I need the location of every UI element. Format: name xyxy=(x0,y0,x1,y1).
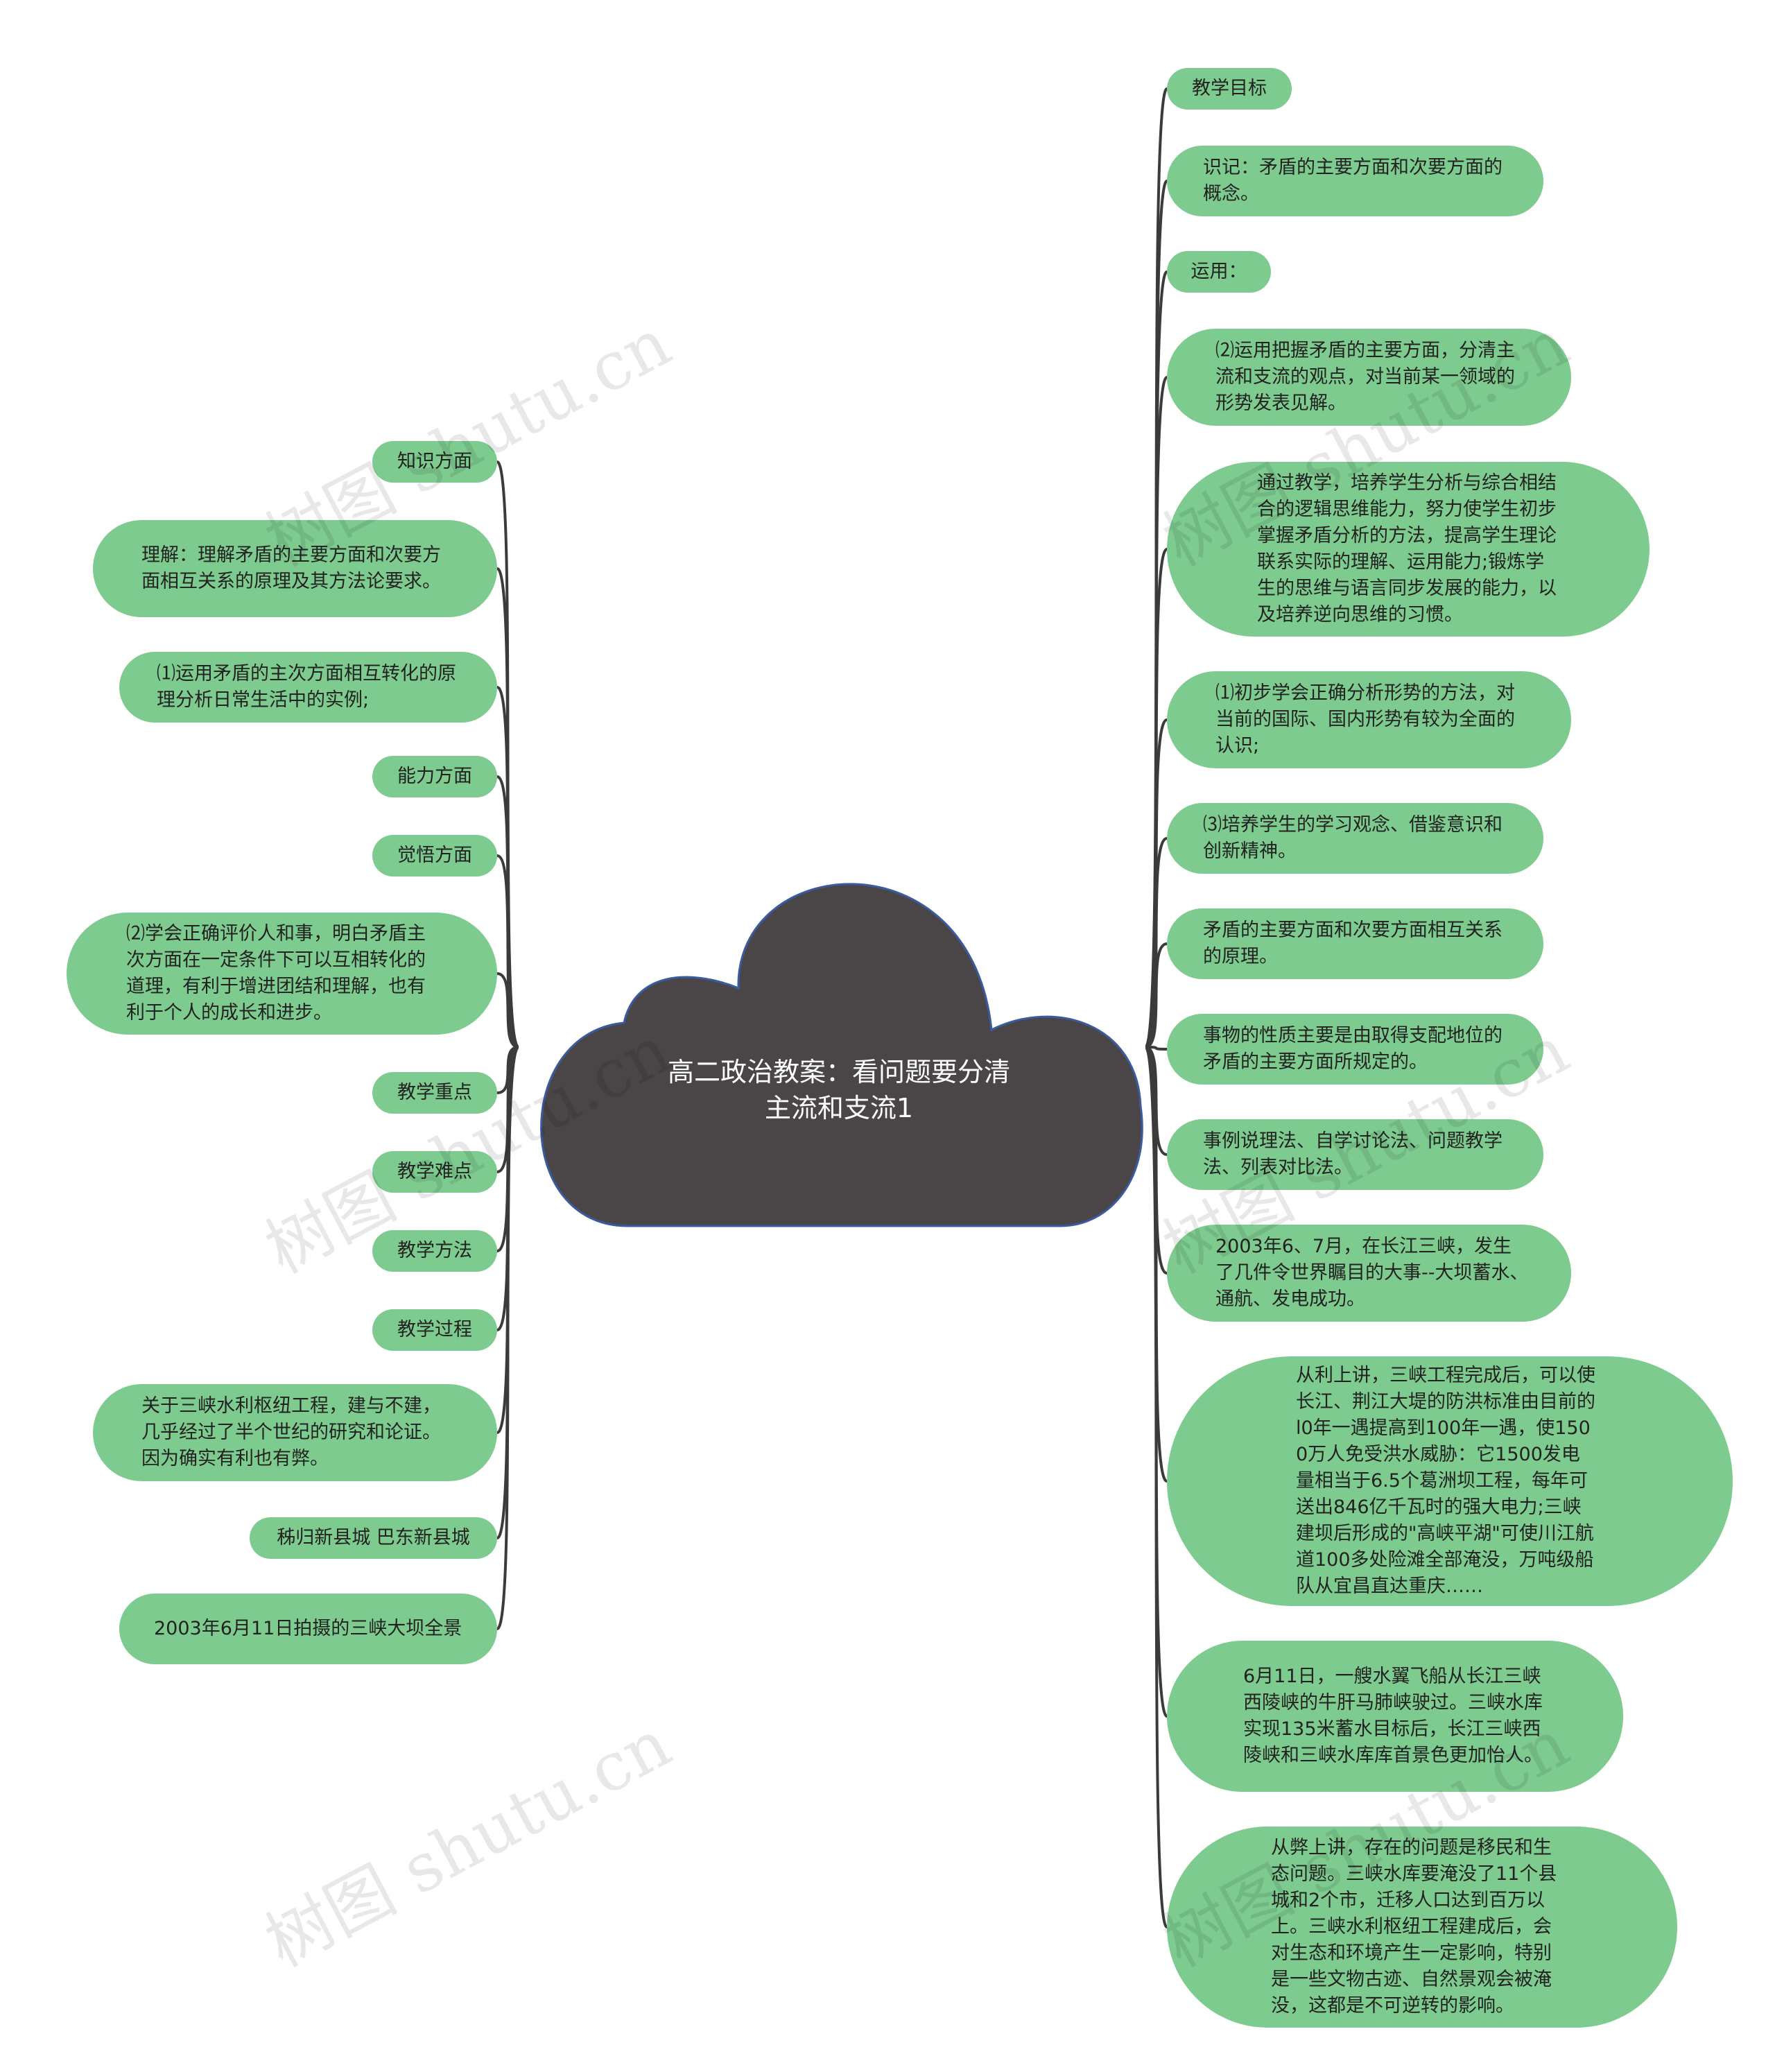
node-label: 教学过程 xyxy=(397,1319,472,1340)
connector-line xyxy=(1144,1046,1168,1928)
node-label: 理解：理解矛盾的主要方面和次要方面相互关系的原理及其方法论要求。 xyxy=(141,544,441,592)
node-label: 能力方面 xyxy=(397,766,472,787)
left-node-new-towns[interactable]: 秭归新县城 巴东新县城 xyxy=(250,1517,497,1559)
node-label: ⑵学会正确评价人和事，明白矛盾主次方面在一定条件下可以互相转化的道理，有利于增进… xyxy=(126,923,426,1024)
node-label: 2003年6月11日拍摄的三峡大坝全景 xyxy=(154,1618,462,1639)
node-label: 识记：矛盾的主要方面和次要方面的概念。 xyxy=(1203,157,1503,205)
left-node-understanding[interactable]: 理解：理解矛盾的主要方面和次要方面相互关系的原理及其方法论要求。 xyxy=(93,520,497,617)
node-label: 事例说理法、自学讨论法、问题教学法、列表对比法。 xyxy=(1203,1130,1503,1178)
right-node-events-2003[interactable]: 2003年6、7月，在长江三峡，发生了几件令世界瞩目的大事--大坝蓄水、通航、发… xyxy=(1167,1225,1571,1322)
left-node-key-points[interactable]: 教学重点 xyxy=(372,1072,497,1114)
right-node-learning-concept[interactable]: ⑶培养学生的学习观念、借鉴意识和创新精神。 xyxy=(1167,803,1543,874)
node-label: 事物的性质主要是由取得支配地位的矛盾的主要方面所规定的。 xyxy=(1203,1025,1503,1073)
right-node-teaching-methods[interactable]: 事例说理法、自学讨论法、问题教学法、列表对比法。 xyxy=(1167,1119,1543,1190)
node-label: 从利上讲，三峡工程完成后，可以使长江、荆江大堤的防洪标准由目前的 l0年一遇提高… xyxy=(1296,1365,1602,1597)
left-node-evaluate[interactable]: ⑵学会正确评价人和事，明白矛盾主次方面在一定条件下可以互相转化的道理，有利于增进… xyxy=(67,913,497,1035)
root-title[interactable]: 高二政治教案：看问题要分清主流和支流1 xyxy=(667,1057,1010,1123)
node-label: 教学重点 xyxy=(397,1082,472,1103)
right-node-goals[interactable]: 教学目标 xyxy=(1167,68,1292,110)
node-label: 从弊上讲，存在的问题是移民和生态问题。三峡水库要淹没了11个县城和2个市，迁移人… xyxy=(1271,1837,1557,2017)
node-label: 通过教学，培养学生分析与综合相结合的逻辑思维能力，努力使学生初步掌握矛盾分析的方… xyxy=(1257,472,1557,625)
left-node-apply-transform[interactable]: ⑴运用矛盾的主次方面相互转化的原理分析日常生活中的实例; xyxy=(119,652,497,723)
left-node-difficulties[interactable]: 教学难点 xyxy=(372,1151,497,1193)
left-node-process[interactable]: 教学过程 xyxy=(372,1309,497,1351)
left-node-three-gorges-debate[interactable]: 关于三峡水利枢纽工程，建与不建，几乎经过了半个世纪的研究和论证。因为确实有利也有… xyxy=(93,1384,497,1481)
right-node-nature[interactable]: 事物的性质主要是由取得支配地位的矛盾的主要方面所规定的。 xyxy=(1167,1014,1543,1085)
connector-line xyxy=(496,854,519,1048)
node-label: 秭归新县城 巴东新县城 xyxy=(277,1527,470,1548)
right-node-thinking-ability[interactable]: 通过教学，培养学生分析与综合相结合的逻辑思维能力，努力使学生初步掌握矛盾分析的方… xyxy=(1167,462,1650,637)
node-label: 教学方法 xyxy=(397,1240,472,1261)
right-node-hydrofoil[interactable]: 6月11日，一艘水翼飞船从长江三峡西陵峡的牛肝马肺峡驶过。三峡水库实现135米蓄… xyxy=(1167,1641,1623,1792)
node-label: ⑵运用把握矛盾的主要方面，分清主流和支流的观点，对当前某一领域的形势发表见解。 xyxy=(1215,340,1515,414)
node-label: 6月11日，一艘水翼飞船从长江三峡西陵峡的牛肝马肺峡驶过。三峡水库实现135米蓄… xyxy=(1243,1666,1543,1766)
connector-lines xyxy=(496,87,1168,1928)
node-label: 关于三峡水利枢纽工程，建与不建，几乎经过了半个世纪的研究和论证。因为确实有利也有… xyxy=(141,1395,441,1469)
left-node-methods[interactable]: 教学方法 xyxy=(372,1230,497,1272)
right-node-apply[interactable]: 运用： xyxy=(1167,251,1271,293)
left-node-knowledge[interactable]: 知识方面 xyxy=(372,441,497,483)
root-cloud-shape[interactable] xyxy=(540,883,1143,1227)
node-label: ⑶培养学生的学习观念、借鉴意识和创新精神。 xyxy=(1203,814,1503,862)
left-node-ability[interactable]: 能力方面 xyxy=(372,756,497,797)
node-label: 教学难点 xyxy=(397,1161,472,1182)
right-node-analyze-situation[interactable]: ⑴初步学会正确分析形势的方法，对当前的国际、国内形势有较为全面的认识; xyxy=(1167,671,1571,768)
left-node-awareness[interactable]: 觉悟方面 xyxy=(372,835,497,877)
node-label: ⑴运用矛盾的主次方面相互转化的原理分析日常生活中的实例; xyxy=(157,663,456,711)
right-node-drawbacks[interactable]: 从弊上讲，存在的问题是移民和生态问题。三峡水库要淹没了11个县城和2个市，迁移人… xyxy=(1167,1827,1677,2028)
left-node-dam-photo[interactable]: 2003年6月11日拍摄的三峡大坝全景 xyxy=(119,1594,497,1664)
connector-line xyxy=(496,1046,520,1630)
node-label: 矛盾的主要方面和次要方面相互关系的原理。 xyxy=(1203,920,1503,967)
node-label: 运用： xyxy=(1190,261,1247,282)
right-node-benefits[interactable]: 从利上讲，三峡工程完成后，可以使长江、荆江大堤的防洪标准由目前的 l0年一遇提高… xyxy=(1167,1356,1733,1606)
connector-line xyxy=(1145,1046,1168,1051)
connector-line xyxy=(1145,837,1168,1048)
node-label: 知识方面 xyxy=(397,451,472,472)
connector-line xyxy=(1145,942,1168,1048)
right-node-apply-main-aspect[interactable]: ⑵运用把握矛盾的主要方面，分清主流和支流的观点，对当前某一领域的形势发表见解。 xyxy=(1167,329,1571,426)
node-label: 2003年6、7月，在长江三峡，发生了几件令世界瞩目的大事--大坝蓄水、通航、发… xyxy=(1215,1236,1529,1310)
node-label: 教学目标 xyxy=(1192,78,1267,99)
node-label: 觉悟方面 xyxy=(397,845,472,866)
node-label: ⑴初步学会正确分析形势的方法，对当前的国际、国内形势有较为全面的认识; xyxy=(1215,682,1515,757)
right-node-memorize[interactable]: 识记：矛盾的主要方面和次要方面的概念。 xyxy=(1167,146,1543,216)
right-node-relation-principle[interactable]: 矛盾的主要方面和次要方面相互关系的原理。 xyxy=(1167,908,1543,979)
connector-line xyxy=(496,972,519,1048)
